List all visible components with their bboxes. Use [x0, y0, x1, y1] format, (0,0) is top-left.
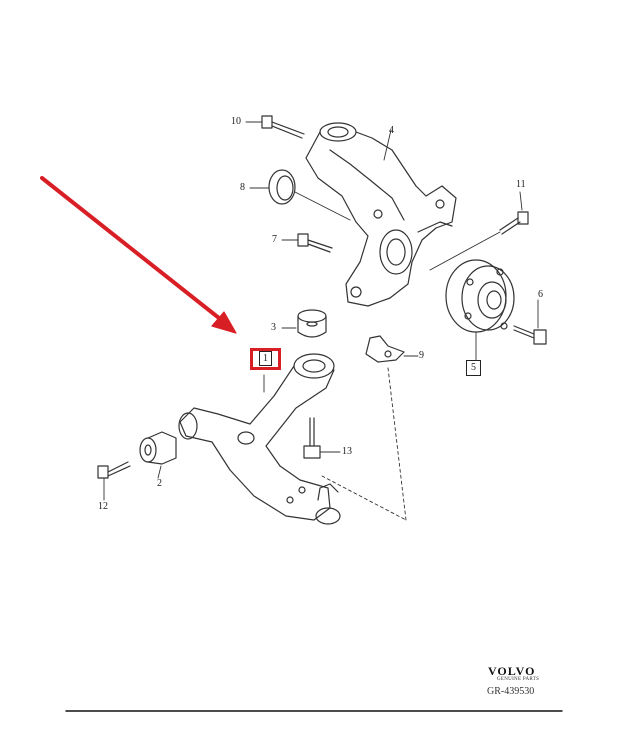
bushing-2 — [139, 431, 177, 465]
callout-7: 7 — [272, 234, 277, 245]
wheel-hub — [445, 259, 515, 333]
control-arm — [178, 353, 341, 525]
callout-6: 6 — [538, 289, 543, 300]
bolt-11 — [499, 211, 529, 235]
callout-10: 10 — [231, 116, 241, 127]
brand-logo-text: VOLVO — [488, 664, 536, 678]
callout-1: 1 — [259, 351, 272, 366]
callout-1-highlight: 1 — [250, 348, 281, 370]
seal-ring-8 — [268, 169, 296, 205]
callout-2: 2 — [157, 478, 162, 489]
brand-subtitle: GENUINE PARTS — [497, 677, 540, 682]
bolt-13 — [303, 417, 321, 459]
callout-11: 11 — [516, 179, 526, 190]
callout-9: 9 — [419, 350, 424, 361]
bolt-7 — [297, 233, 333, 253]
bolt-12 — [97, 461, 131, 479]
leader-lines — [103, 121, 539, 521]
callout-3: 3 — [271, 322, 276, 333]
bushing-3 — [297, 309, 327, 338]
callout-12: 12 — [98, 501, 108, 512]
bolt-10 — [261, 115, 305, 139]
diagram-code: GR-439530 — [487, 686, 535, 697]
steering-knuckle — [305, 122, 457, 307]
pointer-arrow — [40, 176, 237, 334]
callout-13: 13 — [342, 446, 352, 457]
callout-8: 8 — [240, 182, 245, 193]
callout-4: 4 — [389, 125, 394, 136]
bracket-9 — [365, 335, 405, 363]
callout-5: 5 — [466, 360, 481, 376]
bolt-6 — [513, 325, 547, 345]
